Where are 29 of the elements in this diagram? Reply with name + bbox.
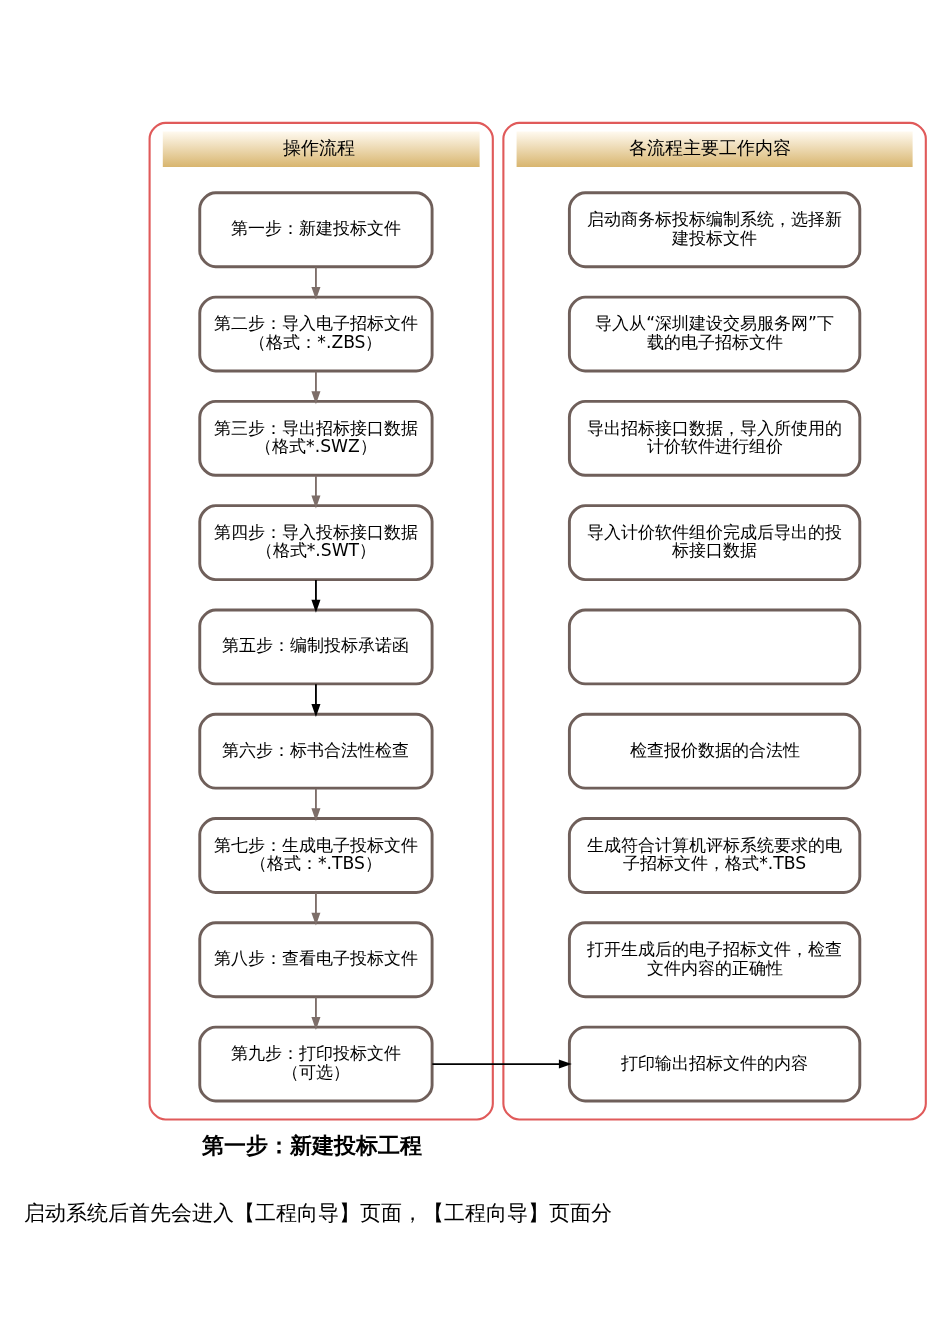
node-box: 第六步：标书合法性检查: [198, 712, 434, 790]
node-box: 第九步：打印投标文件 （可选）: [198, 1025, 434, 1103]
node-box: 第二步：导入电子招标文件 （格式：*.ZBS）: [198, 295, 434, 373]
arrow: [311, 370, 321, 405]
arrow: [431, 1059, 572, 1069]
node-box: 打印输出招标文件的内容: [567, 1025, 862, 1103]
node-box: [567, 608, 862, 686]
label: 启动系统后首先会进入【工程向导】页面，【工程向导】页面分: [24, 1199, 613, 1225]
arrow: [311, 892, 321, 926]
node-box: 第四步：导入投标接口数据 （格式*.SWT）: [198, 504, 434, 582]
node-box: 第一步：新建投标文件: [198, 191, 434, 269]
node-box: 导入计价软件组价完成后导出的投标接口数据: [567, 504, 862, 582]
arrow: [311, 579, 321, 613]
label: 第一步：新建投标工程: [201, 1132, 422, 1159]
node-box: 检查报价数据的合法性: [567, 712, 862, 790]
arrow: [311, 996, 321, 1030]
node-box: 打开生成后的电子招标文件，检查文件内容的正确性: [567, 921, 862, 999]
arrow: [311, 683, 321, 717]
arrow: [311, 787, 321, 822]
node-box: 第七步：生成电子投标文件 （格式：*.TBS）: [198, 817, 434, 894]
node-box: 启动商务标投标编制系统，选择新建投标文件: [567, 191, 862, 269]
arrow: [311, 266, 321, 300]
node-box: 导出招标接口数据，导入所使用的计价软件进行组价: [567, 399, 862, 477]
node-box: 第三步：导出招标接口数据 （格式*.SWZ）: [198, 399, 434, 477]
node-box: 导入从“深圳建设交易服务网”下载的电子招标文件: [567, 295, 862, 373]
node-box: 第八步：查看电子投标文件: [198, 921, 434, 999]
arrow: [311, 474, 321, 509]
node-box: 生成符合计算机评标系统要求的电子招标文件，格式*.TBS: [567, 817, 862, 894]
node-box: 第五步：编制投标承诺函: [198, 608, 434, 686]
